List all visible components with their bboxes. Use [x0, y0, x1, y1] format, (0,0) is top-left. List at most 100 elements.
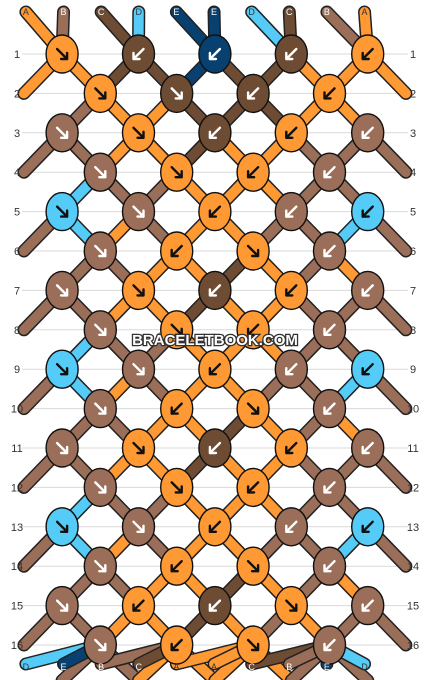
row-label-right: 16 [407, 640, 419, 652]
arrow-down-left-icon [285, 363, 298, 376]
arrow-down-left-icon [246, 323, 260, 336]
arrow-down-right-icon [132, 363, 145, 376]
arrow-down-right-icon [132, 284, 145, 297]
knot [351, 191, 385, 232]
knot [83, 625, 118, 665]
top-strand-label: D [248, 7, 255, 17]
knot [45, 191, 79, 232]
arrow-down-right-icon [94, 166, 107, 179]
knot [236, 625, 270, 665]
arrow-down-left-icon [208, 284, 222, 297]
knot [351, 349, 385, 389]
row-label-right: 10 [407, 404, 419, 416]
arrow-down-right-icon [246, 402, 260, 415]
arrow-down-right-icon [94, 638, 107, 652]
arrow-down-right-icon [170, 323, 183, 336]
row-label-right: 4 [410, 167, 416, 179]
arrow-down-left-icon [323, 87, 336, 100]
knot [198, 349, 232, 389]
bottom-strand-label: B [286, 662, 292, 672]
knot [274, 270, 308, 311]
row-label-right: 14 [407, 561, 419, 573]
row-label-left: 12 [11, 482, 23, 494]
knot [45, 428, 79, 468]
knot [45, 585, 79, 626]
bottom-strand-label: C [248, 662, 255, 672]
knot [83, 73, 118, 114]
bottom-strand-label: E [61, 662, 67, 672]
top-strand-label: D [136, 7, 143, 17]
knot [159, 625, 194, 665]
row-label-right: 2 [410, 88, 416, 100]
knot [159, 388, 194, 429]
arrow-down-right-icon [170, 481, 183, 494]
row-label-right: 8 [410, 325, 416, 337]
arrow-down-left-icon [208, 205, 222, 218]
arrow-down-left-icon [132, 599, 145, 612]
arrow-down-right-icon [55, 47, 69, 61]
row-label-left: 13 [11, 522, 23, 534]
arrow-down-left-icon [208, 126, 222, 139]
arrow-down-left-icon [285, 205, 298, 218]
bottom-strand-label: A [173, 662, 179, 672]
knot [274, 191, 308, 232]
arrow-down-left-icon [323, 323, 336, 336]
knot [83, 310, 118, 350]
knot [159, 467, 194, 508]
arrow-down-left-icon [361, 599, 374, 612]
arrow-down-right-icon [55, 363, 69, 376]
knot [351, 507, 385, 547]
arrow-down-right-icon [132, 441, 145, 455]
knot [312, 310, 347, 350]
row-label-right: 11 [407, 443, 418, 455]
knot [274, 507, 308, 547]
arrow-down-left-icon [361, 363, 374, 376]
row-label-right: 1 [410, 49, 416, 61]
knot [198, 113, 232, 153]
row-label-right: 15 [407, 601, 419, 613]
arrow-down-right-icon [55, 599, 69, 612]
knot [83, 152, 118, 192]
row-label-left: 3 [14, 128, 20, 140]
arrow-down-left-icon [323, 166, 336, 179]
top-strand-label: B [61, 7, 67, 17]
top-strand-label: A [23, 7, 29, 17]
arrow-down-right-icon [246, 560, 260, 573]
knot [198, 191, 232, 232]
arrow-down-left-icon [361, 47, 374, 61]
knot [351, 113, 385, 153]
knot [121, 507, 156, 547]
arrow-down-left-icon [208, 441, 222, 455]
arrow-down-right-icon [55, 520, 69, 533]
arrow-down-right-icon [132, 520, 145, 533]
arrow-down-left-icon [323, 638, 336, 652]
top-strand-label: C [98, 7, 105, 17]
bottom-strand-label: D [361, 662, 368, 672]
arrow-down-right-icon [285, 599, 298, 612]
arrow-down-right-icon [55, 126, 69, 139]
arrow-down-left-icon [170, 560, 183, 573]
arrow-down-left-icon [285, 441, 298, 455]
row-label-left: 14 [11, 561, 23, 573]
arrow-down-right-icon [170, 166, 183, 179]
knot [45, 507, 79, 547]
arrow-down-right-icon [132, 126, 145, 139]
knot [121, 191, 156, 232]
knot [198, 428, 232, 468]
knot [121, 270, 156, 311]
arrow-down-left-icon [285, 47, 298, 61]
row-label-left: 5 [14, 207, 20, 219]
top-strand-label: C [286, 7, 293, 17]
arrow-down-left-icon [323, 402, 336, 415]
knot [198, 507, 232, 547]
knot [312, 231, 347, 271]
arrow-down-left-icon [246, 87, 260, 100]
arrow-down-left-icon [323, 481, 336, 494]
arrow-down-left-icon [323, 244, 336, 258]
arrow-down-left-icon [170, 244, 183, 258]
arrow-down-right-icon [132, 205, 145, 218]
row-label-right: 5 [410, 207, 416, 219]
arrow-down-left-icon [361, 284, 374, 297]
row-label-left: 8 [14, 325, 20, 337]
